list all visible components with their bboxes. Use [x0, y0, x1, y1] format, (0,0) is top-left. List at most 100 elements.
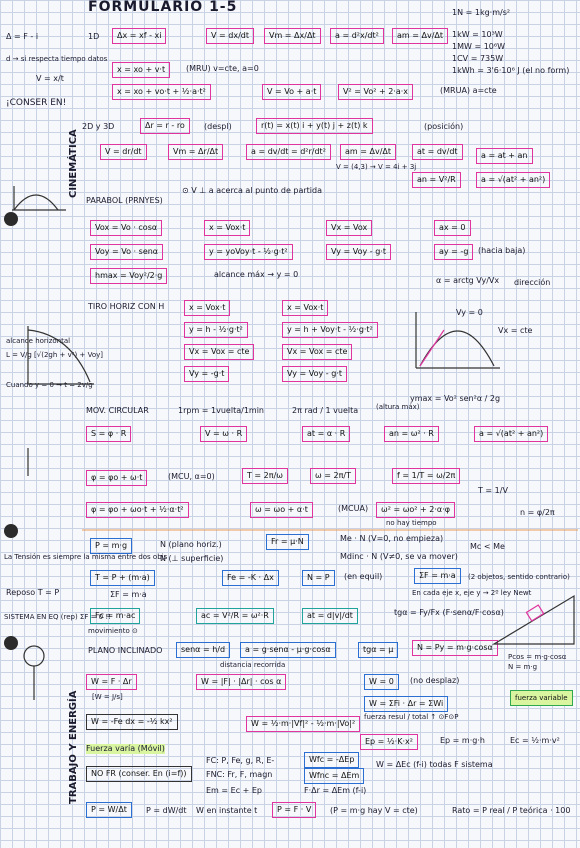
vector-displacement: Δr = r - ro: [140, 118, 190, 134]
distance-label: distancia recorrida: [220, 661, 286, 669]
force-tangent: tgα = Fy/Fx (F·senα/F·cosα): [394, 608, 504, 617]
normal-plane: N (plano horiz.): [160, 540, 222, 549]
range-formula: L = V/g [√(2gh + v²) + Voy]: [6, 351, 103, 359]
conservative-work: Wfc = -ΔEp: [304, 752, 360, 768]
instant-work: W en instante t: [196, 806, 258, 815]
unit-kwh: 1kWh = 3'6·10⁶ J (el no form): [452, 66, 570, 75]
normal-equals-weight: N = P: [302, 570, 335, 586]
unit-newton: 1N = 1kg·m/s²: [452, 8, 511, 17]
oblique-throw-sketch: [415, 312, 500, 369]
spring-energy: Ep = ½·K·x²: [360, 734, 418, 750]
displacement-formula: Δx = xf - xi: [112, 28, 167, 44]
mean-acceleration-formula: am = Δv/Δt: [392, 28, 448, 44]
o-vx: Vx = Vox = cte: [282, 344, 353, 360]
power-velocity: P = F · V: [272, 802, 317, 818]
centripetal-force: Fc = m·ac: [90, 608, 141, 624]
time-when-y0: Cuando y = 0 → t = 2v/g: [6, 381, 93, 389]
variable-force-mobile: Fuerza varía (Móvil): [86, 744, 165, 754]
work-modulus: W = |F| · |Δr| · cos α: [196, 674, 287, 690]
parabolic-title: PARABOL (PRNYES): [86, 196, 163, 205]
normal-acc-circ: an = ω² · R: [384, 426, 439, 442]
proj-vx: Vx = Vox: [326, 220, 373, 236]
inclined-acc: a = g·senα - μ·g·cosα: [240, 642, 336, 658]
conservative-forces: FC: P, Fe, g, R, E-: [206, 756, 275, 765]
o-vy: Vy = Voy - g·t: [282, 366, 347, 382]
sine-relation: senα = h/d: [176, 642, 231, 658]
proj-ax: ax = 0: [434, 220, 471, 236]
o-y: y = h + Voy·t - ½·g·t²: [282, 322, 378, 338]
rest-tension: Reposo T = P: [6, 588, 60, 597]
vector-velocity: V = dr/dt: [100, 144, 147, 160]
acceleration-modulus: a = √(at² + an²): [476, 172, 551, 188]
parabola-sketch: [12, 186, 66, 211]
h-vy: Vy = -g·t: [184, 366, 230, 382]
net-work: W = ΣFi · Δr = ΣWi: [364, 696, 449, 712]
static-friction: Me · N (V=0, no empieza): [340, 534, 444, 543]
linear-velocity: V = ω · R: [200, 426, 248, 442]
nonconservative-forces: FNC: Fr, F, magn: [206, 770, 273, 779]
displacement-label: (despl): [204, 122, 232, 131]
tension-note: La Tensión es siempre la misma entre dos…: [4, 553, 168, 561]
proj-ay: ay = -g: [434, 244, 474, 260]
mrua-velocity-formula: V = Vo + a·t: [262, 84, 322, 100]
mcu-angle: φ = φo + ω·t: [86, 470, 148, 486]
binder-hole: [4, 524, 18, 538]
dims-label: 2D y 3D: [82, 122, 115, 131]
delta-d-note: d → si respecta tiempo datos: [6, 55, 108, 63]
voy-definition: Voy = Vo · senα: [90, 244, 164, 260]
power-definition: P = W/Δt: [86, 802, 132, 818]
pcos-formula: Pcos = m·g·cosα: [508, 653, 567, 661]
work-energy-theorem: W = ΔEc (f-i) todas F sistema: [376, 760, 493, 769]
alpha-direction: α = arctg Vy/Vx: [436, 276, 500, 285]
horizontal-throw-title: TIRO HORIZ CON H: [88, 302, 165, 311]
position-label: (posición): [424, 122, 464, 131]
weight-formula: P = m·g: [90, 538, 133, 554]
mcua-label: (MCUA): [338, 504, 369, 513]
mru-formula: x = xo + v·t: [112, 62, 171, 78]
rpm-conversion: 1rpm = 1vuelta/1min: [178, 406, 264, 415]
vy-zero: Vy = 0: [456, 308, 483, 317]
tangential-acc-circ: at = α · R: [302, 426, 351, 442]
proj-y: y = yoVoy·t - ½·g·t²: [204, 244, 293, 260]
mcua-omega: ω = ωo + α·t: [250, 502, 313, 518]
unit-mw: 1MW = 10⁶W: [452, 42, 505, 51]
mean-velocity-formula: Vm = Δx/Δt: [264, 28, 321, 44]
inclined-plane-title: PLANO INCLINADO: [88, 646, 163, 655]
zero-work-note: (no desplaz): [410, 676, 460, 685]
hanging-object-sketch: [23, 645, 45, 700]
dynamic-friction: Mdinc · N (V≠0, se va mover): [340, 552, 458, 561]
unit-cv: 1CV = 735W: [452, 54, 504, 63]
vx-cte: Vx = cte: [498, 326, 533, 335]
frequency: f = 1/T = ω/2π: [392, 468, 461, 484]
position-vector: r(t) = x(t) i + y(t) j + z(t) k: [256, 118, 373, 134]
o-x: x = Vox·t: [282, 300, 329, 316]
mrua-label: (MRUA) a=cte: [440, 86, 497, 95]
vector-mean-velocity: Vm = Δr/Δt: [168, 144, 224, 160]
acceleration-components: a = at + an: [476, 148, 533, 164]
ymax-formula: ymax = Vo² sen²α / 2g: [410, 394, 501, 403]
power-derivative: P = dW/dt: [146, 806, 187, 815]
tension-formula: T = P + (m·a): [90, 570, 155, 586]
circular-title: MOV. CIRCULAR: [86, 406, 149, 415]
proj-vy: Vy = Voy - g·t: [326, 244, 391, 260]
work-unit: [W = J/s]: [92, 693, 123, 701]
alcance-note: alcance máx → y = 0: [214, 270, 299, 279]
dim-1d: 1D: [88, 32, 100, 41]
mcua-angle: φ = φo + ωo·t + ½·α·t²: [86, 502, 189, 518]
inclined-normal: N = Py = m·g·cosα: [412, 640, 498, 656]
angular-velocity: ω = 2π/T: [310, 468, 356, 484]
proj-x: x = Vox·t: [204, 220, 251, 236]
ymax-note: (altura máx): [376, 403, 420, 411]
total-acc-circ: a = √(at² + an²): [474, 426, 549, 442]
mrua-v2-formula: V² = Vo² + 2·a·x: [338, 84, 414, 100]
rad-conversion: 2π rad / 1 vuelta: [292, 406, 359, 415]
kinetic-energy: Ec = ½·m·v²: [510, 736, 560, 745]
direction-label: dirección: [514, 278, 551, 287]
tangential-acceleration: at = dv/dt: [412, 144, 463, 160]
period: T = 2π/ω: [242, 468, 288, 484]
mcua-w2: ω² = ωo² + 2·α·φ: [376, 502, 456, 518]
newton-note: (2 objetos, sentido contrario): [468, 573, 570, 581]
mru-label: (MRU) v=cte, a=0: [186, 64, 259, 73]
fdr-energy: F·Δr = ΔEm (f-i): [304, 786, 367, 795]
net-force: ΣF = m·a: [110, 590, 147, 599]
